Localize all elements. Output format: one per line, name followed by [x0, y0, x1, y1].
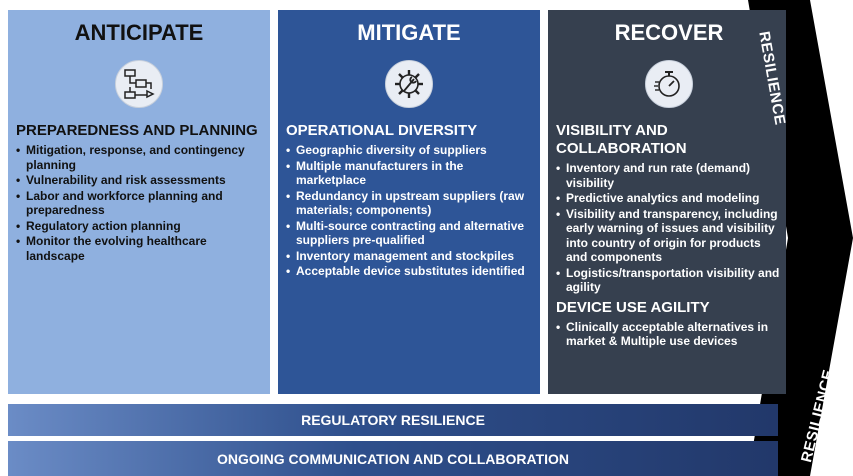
list-item: Monitor the evolving healthcare landscap…: [16, 234, 262, 263]
anticipate-list: Mitigation, response, and contingency pl…: [16, 143, 262, 263]
list-item: Multi-source contracting and alternative…: [286, 219, 532, 248]
anticipate-column: ANTICIPATE PREPAREDNESS AND PLANNING Mit…: [8, 10, 270, 394]
list-item: Inventory and run rate (demand) visibili…: [556, 161, 782, 190]
list-item: Regulatory action planning: [16, 219, 262, 234]
list-item: Visibility and transparency, including e…: [556, 207, 782, 265]
recover-column: RECOVER VISIBILITY AND COLLABORATION Inv…: [548, 10, 786, 394]
recover-section2-title: DEVICE USE AGILITY: [556, 298, 710, 316]
communication-band: ONGOING COMMUNICATION AND COLLABORATION: [8, 441, 778, 476]
regulatory-resilience-band: REGULATORY RESILIENCE: [8, 404, 778, 436]
anticipate-title: ANTICIPATE: [74, 20, 204, 45]
mitigate-title: MITIGATE: [357, 20, 461, 45]
gear-wrench-icon: [385, 60, 433, 108]
process-flow-icon: [115, 60, 163, 108]
list-item: Acceptable device substitutes identified: [286, 264, 532, 279]
list-item: Multiple manufacturers in the marketplac…: [286, 159, 532, 188]
list-item: Logistics/transportation visibility and …: [556, 266, 782, 295]
mitigate-section-title: OPERATIONAL DIVERSITY: [286, 122, 478, 139]
recover-section1-title: VISIBILITY AND COLLABORATION: [556, 122, 687, 157]
anticipate-section-title: PREPAREDNESS AND PLANNING: [16, 122, 258, 139]
recover-list-1: Inventory and run rate (demand) visibili…: [556, 161, 782, 295]
list-item: Vulnerability and risk assessments: [16, 173, 262, 188]
list-item: Geographic diversity of suppliers: [286, 143, 532, 158]
list-item: Clinically acceptable alternatives in ma…: [556, 320, 782, 349]
list-item: Redundancy in upstream suppliers (raw ma…: [286, 189, 532, 218]
mitigate-column: MITIGATE OPERATIONAL DIVERSITY Geographi…: [278, 10, 540, 394]
recover-list-2: Clinically acceptable alternatives in ma…: [556, 320, 782, 349]
list-item: Mitigation, response, and contingency pl…: [16, 143, 262, 172]
list-item: Inventory management and stockpiles: [286, 249, 532, 264]
list-item: Labor and workforce planning and prepare…: [16, 189, 262, 218]
stopwatch-icon: [645, 60, 693, 108]
mitigate-list: Geographic diversity of suppliers Multip…: [286, 143, 532, 279]
list-item: Predictive analytics and modeling: [556, 191, 782, 206]
recover-title: RECOVER: [614, 20, 724, 45]
